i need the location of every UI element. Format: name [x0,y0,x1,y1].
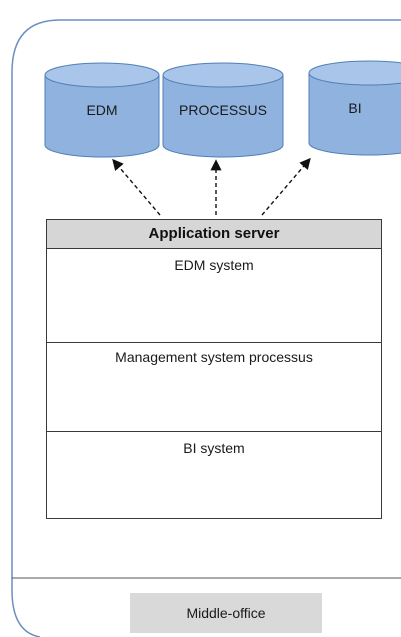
processus-system-label: Management system processus [115,349,313,365]
arrow-to-bi [261,157,311,216]
middle-office-label: Middle-office [130,593,322,633]
application-server-box: Application server EDM system Management… [46,219,382,519]
processus-database-cylinder [162,62,284,158]
edm-system-label: EDM system [174,257,254,273]
outer-container-border [11,19,401,637]
arrow-to-edm [112,158,161,216]
processus-database-label: PROCESSUS [179,102,267,118]
bi-system-label: BI system [183,440,245,456]
application-server-title: Application server [47,220,381,249]
edm-database-cylinder [44,62,160,158]
processus-system-section: Management system processus [47,343,381,432]
bi-database-cylinder [308,60,401,156]
edm-database-label: EDM [86,102,118,118]
edm-system-section: EDM system [47,249,381,343]
bi-system-section: BI system [47,432,381,518]
bi-database-label: BI [348,100,362,116]
